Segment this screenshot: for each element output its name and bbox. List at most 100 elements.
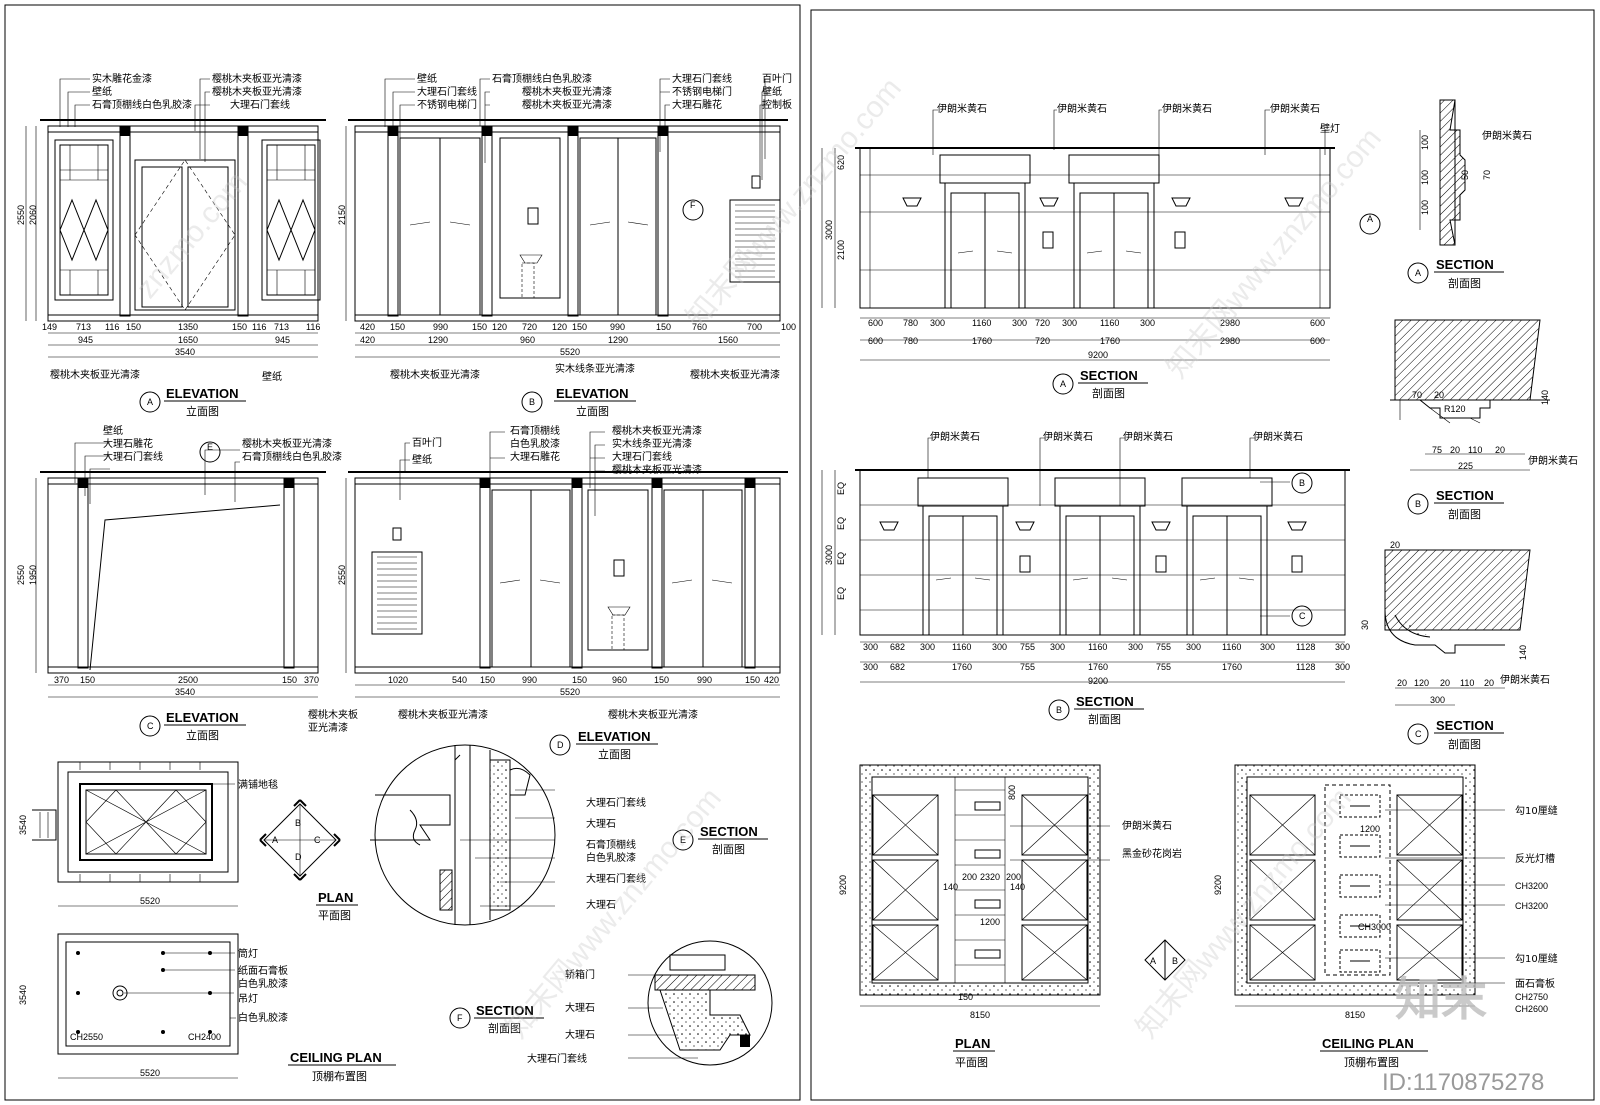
dim-sb-300: 300	[863, 642, 878, 652]
plan-key-b: B	[295, 818, 301, 828]
label-cherry-a2: 樱桃木夹板亚光清漆	[212, 85, 302, 98]
label-wallpaper-a1: 壁纸	[92, 85, 112, 98]
dim-plan-800: 800	[1007, 785, 1017, 800]
dim-c-1950: 1950	[28, 565, 38, 585]
label-wood-gold: 实木雕花金漆	[92, 72, 152, 85]
dim-sa-1760b: 1760	[1100, 336, 1120, 346]
title-plan-large: PLAN	[955, 1036, 990, 1051]
dim-sb-1760: 1760	[952, 662, 972, 672]
dim-d-420: 420	[764, 675, 779, 685]
label-marble-frame-a: 大理石门套线	[230, 98, 290, 111]
label-marble-frame-b2: 大理石门套线	[672, 72, 732, 85]
marker-e-text: E	[207, 442, 213, 452]
label-plan-iran: 伊朗米黄石	[1122, 819, 1172, 832]
ch-2400: CH2400	[188, 1032, 221, 1042]
label-ss-door-b: 不锈钢电梯门	[417, 98, 477, 111]
marker-f	[682, 199, 704, 221]
section-detail-c	[1384, 549, 1531, 706]
subtitle-plan-large: 平面图	[955, 1056, 988, 1069]
dim-b-700: 700	[747, 322, 762, 332]
dim-sb-682b: 682	[890, 662, 905, 672]
label-cherry-d3: 樱桃木夹板亚光清漆	[398, 708, 488, 721]
dim-db-110: 110	[1468, 445, 1482, 455]
marker-e-section	[672, 829, 694, 851]
dim-sb-1160: 1160	[952, 642, 971, 652]
dim-a-1350: 1350	[178, 322, 198, 332]
label-sb-iran2: 伊朗米黄石	[1043, 430, 1093, 443]
plan-key-c: C	[314, 835, 321, 845]
label-marble-carve-b: 大理石雕花	[672, 98, 722, 111]
dim-sa-780: 780	[903, 318, 918, 328]
label-e-marble2: 大理石	[586, 898, 616, 911]
dim-sb-755c: 755	[1020, 662, 1035, 672]
sheet-right-border	[810, 9, 1595, 1101]
label-sa-iran3: 伊朗米黄石	[1162, 102, 1212, 115]
plan-key-a2: A	[1150, 956, 1156, 966]
dim-a-116: 116	[105, 322, 119, 332]
marker-f-text: F	[690, 200, 696, 210]
dim-sb-300b: 300	[920, 642, 935, 652]
section-f-detail	[628, 940, 773, 1066]
marker-e-section-text: E	[680, 835, 686, 845]
label-da-iran: 伊朗米黄石	[1482, 129, 1532, 142]
label-marble-carve-c: 大理石雕花	[103, 437, 153, 450]
label-e-gypsum1: 石膏顶棚线	[586, 838, 636, 851]
dim-sa-1760: 1760	[972, 336, 992, 346]
label-f-marble-frame: 大理石门套线	[527, 1052, 587, 1065]
dim-a-116c: 116	[306, 322, 320, 332]
label-sb-iran3: 伊朗米黄石	[1123, 430, 1173, 443]
title-elevation-c: ELEVATION	[166, 710, 238, 725]
elevation-c	[35, 442, 326, 698]
label-sa-wall-lamp: 壁灯	[1320, 122, 1340, 135]
dim-sb-9200: 9200	[1088, 676, 1108, 686]
dim-b-120b: 120	[552, 322, 567, 332]
label-cherry-b2: 樱桃木夹板亚光清漆	[522, 98, 612, 111]
elevation-b	[345, 78, 788, 358]
dim-b-990: 990	[433, 322, 448, 332]
marker-c-elevation	[139, 715, 161, 737]
dim-plan-2320: 2320	[980, 872, 1000, 882]
dim-sa-300c: 300	[1062, 318, 1077, 328]
marker-a-elevation	[139, 391, 161, 413]
dim-plan-1200: 1200	[980, 917, 1000, 927]
watermark-4: 知末网www.znzmo.com	[1160, 122, 1388, 385]
marker-d-elevation	[549, 734, 571, 756]
label-control-b: 控制板	[762, 98, 792, 111]
label-cp-groove2: 勾10厘缝	[1515, 952, 1558, 965]
label-sa-iran4: 伊朗米黄石	[1270, 102, 1320, 115]
dim-a-116b: 116	[252, 322, 266, 332]
dim-sb-682: 682	[890, 642, 905, 652]
dim-sb-300i: 300	[863, 662, 878, 672]
dim-dc-140: 140	[1518, 645, 1528, 660]
dim-d-960: 960	[612, 675, 627, 685]
dim-plan-5520: 5520	[140, 896, 160, 906]
dim-b-760: 760	[692, 322, 707, 332]
dim-sb-300f: 300	[1186, 642, 1201, 652]
subtitle-elevation-c: 立面图	[186, 728, 219, 742]
dim-da-100: 100	[1420, 135, 1430, 150]
label-gypsum-c: 石膏顶棚线白色乳胶漆	[242, 450, 342, 463]
dim-dc-110: 110	[1460, 678, 1474, 688]
dim-sb-300d: 300	[1050, 642, 1065, 652]
title-section-f: SECTION	[476, 1003, 534, 1018]
section-detail-b	[1390, 319, 1550, 471]
dim-b-2150: 2150	[337, 205, 347, 225]
label-cherry-c: 樱桃木夹板亚光清漆	[242, 437, 332, 450]
dim-d-150b: 150	[572, 675, 587, 685]
dim-sb-eq2: EQ	[836, 517, 846, 530]
marker-c-text: C	[147, 721, 154, 731]
dim-da-100b: 100	[1420, 170, 1430, 185]
dim-b-720: 720	[522, 322, 537, 332]
dim-sa-780b: 780	[903, 336, 918, 346]
dim-d-5520: 5520	[560, 687, 580, 697]
marker-da-text: A	[1415, 268, 1421, 278]
marker-c-right	[1291, 605, 1313, 627]
dim-sb-300h: 300	[1335, 642, 1350, 652]
label-dc-iran: 伊朗米黄石	[1500, 673, 1550, 686]
title-section-da: SECTION	[1436, 257, 1494, 272]
title-elevation-b: ELEVATION	[556, 386, 628, 401]
dim-a-1650: 1650	[178, 335, 198, 345]
dim-b-420b: 420	[360, 335, 375, 345]
large-ceiling-plan	[1234, 764, 1505, 1007]
label-louver-d: 百叶门	[412, 436, 442, 449]
